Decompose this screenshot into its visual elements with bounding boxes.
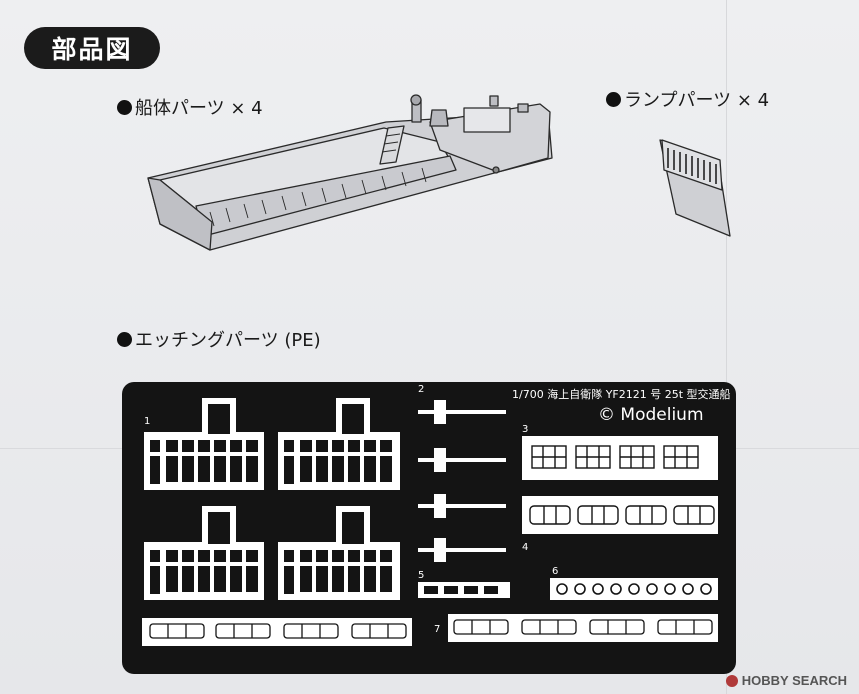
- pe-sheet-caption: 1/700 海上自衛隊 YF2121 号 25t 型交通船: [512, 387, 731, 401]
- pe-parts-text: エッチングパーツ (PE): [135, 330, 321, 351]
- pe-part-number-3: 3: [522, 424, 528, 435]
- bullet-icon: [606, 92, 621, 107]
- hull-parts-label: 船体パーツ × 4: [117, 94, 263, 120]
- hobby-search-logo-icon: [725, 674, 738, 687]
- bullet-icon: [117, 332, 132, 347]
- pe-part-number-2: 2: [418, 384, 424, 395]
- ramp-parts-text: ランプパーツ × 4: [624, 90, 770, 111]
- pe-part-number-7: 7: [434, 624, 440, 635]
- bullet-icon: [117, 100, 132, 115]
- pe-part-number-1: 1: [144, 416, 150, 427]
- hull-parts-text: 船体パーツ × 4: [135, 98, 263, 119]
- pe-part-number-5: 5: [418, 570, 424, 581]
- watermark-text: HOBBY SEARCH: [741, 673, 847, 688]
- ramp-parts-label: ランプパーツ × 4: [606, 86, 769, 112]
- section-title: 部品図: [24, 27, 160, 69]
- pe-part-number-6: 6: [552, 566, 558, 577]
- pe-parts-label: エッチングパーツ (PE): [117, 326, 321, 352]
- pe-part-number-4: 4: [522, 542, 528, 553]
- fold-line-vertical: [726, 0, 727, 694]
- watermark: HOBBY SEARCH: [725, 673, 847, 688]
- pe-brand-logo: © Modelium: [598, 405, 704, 425]
